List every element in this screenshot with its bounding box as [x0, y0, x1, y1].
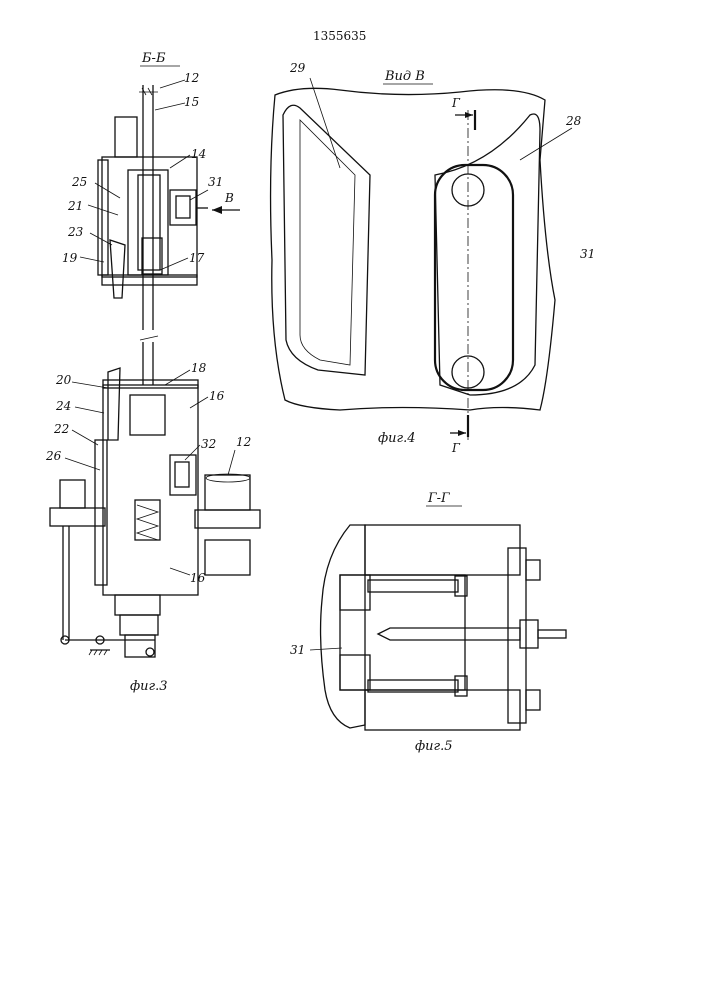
fig3-label-16-top: 16 — [209, 389, 225, 403]
fig5-section-title: Г-Г — [427, 491, 450, 506]
fig4-label-31: 31 — [580, 247, 595, 261]
fig3-label-view-arrow: В — [224, 191, 234, 205]
fig5-housing-wall — [321, 525, 365, 728]
figure-3: Б-Б — [45, 51, 260, 694]
fig4-left-groove — [283, 105, 370, 375]
fig5-bottom-block — [365, 690, 520, 730]
fig3-label-18: 18 — [191, 361, 207, 375]
fig3-label-21: 21 — [67, 199, 83, 213]
fig3-label-26: 26 — [45, 449, 62, 463]
fig4-section-mark-bottom: Г — [451, 441, 461, 455]
fig3-label-32: 32 — [201, 437, 216, 451]
fig3-label-14: 14 — [191, 147, 206, 161]
fig3-section-title: Б-Б — [141, 51, 166, 66]
fig3-label-31: 31 — [208, 175, 223, 189]
fig4-caption: фиг.4 — [378, 431, 416, 446]
fig5-top-block — [365, 525, 520, 575]
fig5-top-bolt — [368, 576, 467, 596]
fig3-leaders — [65, 80, 235, 575]
fig3-label-24: 24 — [55, 399, 71, 413]
fig3-label-15: 15 — [184, 95, 199, 109]
fig3-label-23: 23 — [67, 225, 84, 239]
fig4-right-groove — [435, 114, 540, 395]
fig5-clamp-plate — [508, 548, 526, 723]
fig4-section-marks: Г Г — [450, 96, 475, 455]
fig4-section-mark-top: Г — [451, 96, 461, 110]
fig4-label-29: 29 — [289, 61, 306, 75]
fig3-label-25: 25 — [71, 175, 87, 189]
fig3-lower-housing — [50, 368, 260, 657]
fig4-label-28: 28 — [565, 114, 582, 128]
fig3-view-arrow — [212, 206, 240, 214]
fig3-label-17: 17 — [189, 251, 205, 265]
fig3-label-12-bottom: 12 — [236, 435, 251, 449]
fig3-label-16-bottom: 16 — [190, 571, 206, 585]
figure-5: Г-Г 31 фиг.5 — [290, 491, 566, 754]
fig5-bottom-bolt — [368, 676, 467, 696]
fig3-label-22: 22 — [53, 422, 69, 436]
fig3-caption: фиг.3 — [130, 679, 168, 694]
patent-number: 1355635 — [313, 29, 366, 43]
fig5-caption: фиг.5 — [415, 739, 453, 754]
fig3-shaft — [139, 85, 158, 385]
fig3-label-19: 19 — [62, 251, 78, 265]
fig5-center-screw — [378, 620, 566, 648]
figure-4: Вид В Г Г 29 28 31 — [271, 61, 596, 455]
fig5-label-31: 31 — [290, 643, 305, 657]
fig3-label-20: 20 — [55, 373, 72, 387]
fig4-view-title: Вид В — [384, 69, 425, 84]
fig3-label-12-top: 12 — [184, 71, 199, 85]
